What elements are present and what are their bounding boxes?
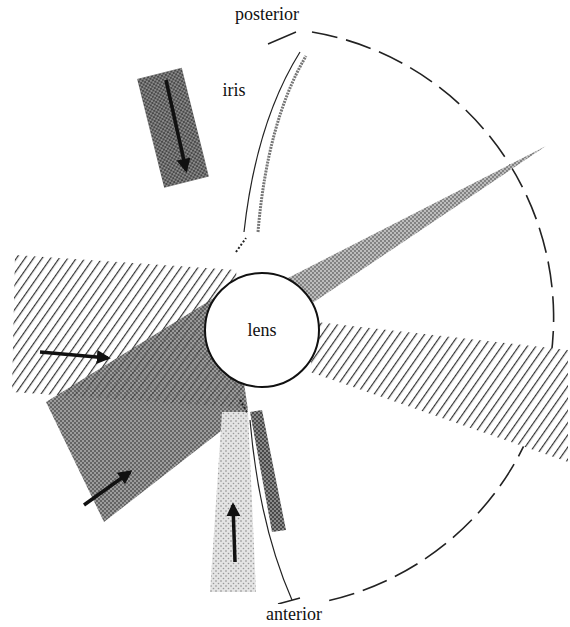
part-label: anterior [264,604,324,625]
light-arrow [84,472,130,505]
lens-circle: lens [203,271,321,389]
beam [310,322,568,462]
globe-outline [312,32,554,602]
lens-outline [205,273,319,387]
part-label: posterior [233,4,301,25]
light-arrow [40,352,108,358]
iris-line [258,56,306,232]
node-label: lens [248,320,277,341]
beam [137,68,209,188]
light-arrow [233,505,235,562]
part-label: iris [220,80,247,101]
beam [250,410,286,532]
iris-line [250,420,292,600]
beam [210,412,256,592]
beam [284,146,546,302]
light-arrow [166,80,186,170]
